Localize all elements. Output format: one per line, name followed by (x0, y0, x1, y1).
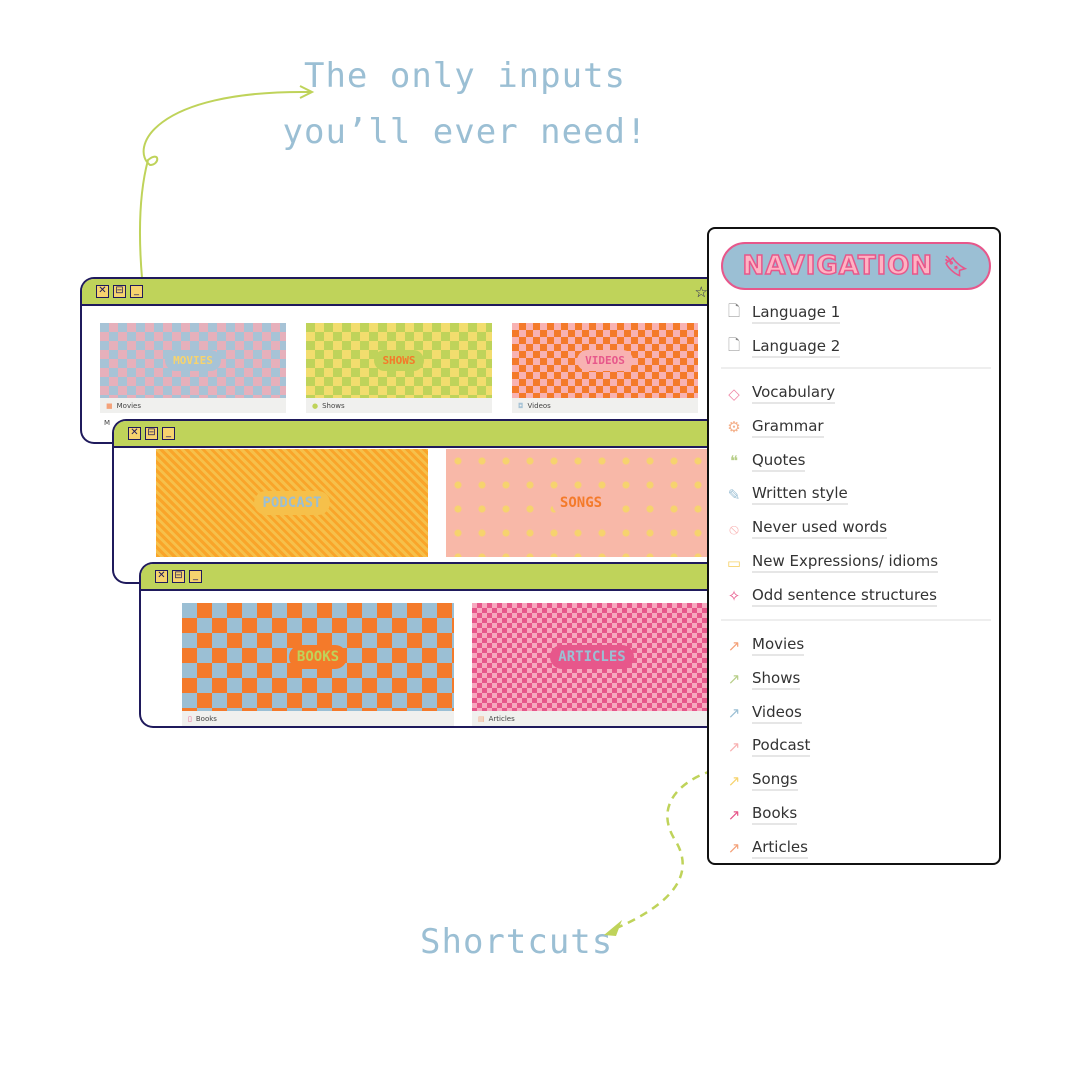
article-icon: ▤ (478, 714, 485, 723)
card-title: VIDEOS (577, 350, 633, 371)
shapes-icon: ◇ (728, 384, 740, 403)
nav-item-label: Articles (752, 838, 808, 859)
nav-item-label: Written style (752, 484, 848, 506)
nav-item-language-1[interactable]: 🗋 Language 1 (725, 301, 841, 326)
star-icon[interactable]: ☆ (694, 282, 708, 301)
card-songs[interactable]: SONGS (446, 449, 710, 557)
nav-item-books[interactable]: ↗ Books (725, 804, 798, 825)
pen-icon: ✎ (727, 485, 741, 504)
nav-item-label: Podcast (752, 736, 811, 758)
nav-item-label: Shows (752, 669, 801, 690)
window-1: ✕ ⊟ _ ☆ MOVIES ■Movies SHOWS ●Shows VIDE… (80, 277, 710, 444)
folder-icon: ▭ (726, 553, 742, 572)
card-title: MOVIES (165, 350, 221, 371)
shortcuts-label: Shortcuts (420, 922, 614, 962)
sparkle-icon: ✧ (727, 587, 741, 606)
window-titlebar: ✕ ⊟ _ (114, 421, 710, 448)
bookmark-star-icon: 🔖︎ (943, 254, 970, 278)
books-link-icon: ↗ (727, 805, 741, 824)
maximize-button[interactable]: ⊟ (145, 427, 158, 440)
card-title: ARTICLES (550, 645, 634, 669)
book-icon: ▯ (188, 714, 192, 723)
nav-item-movies[interactable]: ↗ Movies (725, 635, 805, 656)
close-button[interactable]: ✕ (155, 570, 168, 583)
songs-link-icon: ↗ (727, 771, 741, 790)
card-podcast[interactable]: PODCAST (156, 449, 428, 557)
close-button[interactable]: ✕ (128, 427, 141, 440)
card-label: Shows (322, 401, 345, 410)
minimize-button[interactable]: _ (162, 427, 175, 440)
card-title: PODCAST (254, 491, 330, 515)
nav-item-label: Quotes (752, 451, 806, 472)
nav-item-videos[interactable]: ↗ Videos (725, 703, 802, 724)
tv-icon: ● (312, 401, 319, 410)
nav-item-never-used-words[interactable]: ⦸ Never used words (725, 518, 888, 540)
nav-item-label: Vocabulary (752, 383, 836, 404)
nav-item-songs[interactable]: ↗ Songs (725, 770, 798, 792)
minimize-button[interactable]: _ (130, 285, 143, 298)
document-icon: 🗋 (727, 335, 741, 354)
nav-item-label: Books (752, 804, 798, 825)
clapper-icon: ■ (106, 401, 113, 410)
card-videos[interactable]: VIDEOS ◘Videos (512, 323, 698, 413)
nav-item-label: Never used words (752, 518, 888, 540)
nav-item-new-expressions-idioms[interactable]: ▭ New Expressions/ idioms (725, 552, 939, 573)
articles-link-icon: ↗ (727, 839, 741, 858)
headline-line1: The only inputs (303, 56, 627, 96)
nav-item-podcast[interactable]: ↗ Podcast (725, 736, 811, 758)
window-titlebar: ✕ ⊟ _ ☆ (82, 279, 710, 306)
card-movies[interactable]: MOVIES ■Movies (100, 323, 286, 413)
card-label: Books (195, 714, 217, 723)
nav-item-odd-sentence-structures[interactable]: ✧ Odd sentence structures (725, 586, 937, 607)
movies-link-icon: ↗ (727, 636, 741, 655)
nav-item-label: Odd sentence structures (752, 586, 937, 607)
shows-link-icon: ↗ (727, 670, 741, 689)
navigation-panel: NAVIGATION 🔖︎ 🗋 Language 1 🗋 Language 2 ◇ Voca… (707, 227, 1001, 865)
divider (721, 619, 991, 621)
card-title: SONGS (551, 491, 611, 515)
document-icon: 🗋 (727, 302, 741, 320)
prohibit-icon: ⦸ (729, 519, 739, 538)
footer-label: M (104, 419, 111, 427)
divider (721, 367, 991, 369)
close-button[interactable]: ✕ (96, 285, 109, 298)
nav-item-label: Language 2 (752, 337, 841, 358)
card-shows[interactable]: SHOWS ●Shows (306, 323, 492, 413)
card-articles[interactable]: ARTICLES ▤Articles (472, 603, 710, 726)
nav-item-quotes[interactable]: ❝ Quotes (725, 451, 806, 472)
card-label: Videos (527, 401, 551, 410)
nav-item-label: New Expressions/ idioms (752, 552, 939, 573)
card-books[interactable]: BOOKS ▯Books (182, 603, 454, 726)
gear-icon: ⚙ (727, 418, 741, 437)
headline-line2: you’ll ever need! (282, 112, 648, 152)
podcast-link-icon: ↗ (727, 737, 741, 756)
nav-item-label: Videos (752, 703, 802, 724)
nav-item-grammar[interactable]: ⚙ Grammar (725, 417, 824, 438)
nav-item-shows[interactable]: ↗ Shows (725, 669, 801, 690)
navigation-title: NAVIGATION (742, 250, 934, 282)
nav-item-vocabulary[interactable]: ◇ Vocabulary (725, 383, 836, 404)
maximize-button[interactable]: ⊟ (113, 285, 126, 298)
video-icon: ◘ (518, 401, 524, 410)
card-label: Movies (116, 401, 141, 410)
nav-item-label: Songs (752, 770, 798, 792)
minimize-button[interactable]: _ (189, 570, 202, 583)
window-3: ✕ ⊟ _ BOOKS ▯Books ARTICLES ▤Articles (139, 562, 710, 728)
card-title: BOOKS (288, 645, 348, 669)
window-titlebar: ✕ ⊟ _ (141, 564, 710, 591)
maximize-button[interactable]: ⊟ (172, 570, 185, 583)
nav-item-written-style[interactable]: ✎ Written style (725, 484, 848, 506)
nav-item-label: Grammar (752, 417, 824, 438)
nav-item-language-2[interactable]: 🗋 Language 2 (725, 335, 841, 360)
quote-icon: ❝ (729, 452, 739, 471)
card-title: SHOWS (374, 350, 424, 371)
navigation-header: NAVIGATION 🔖︎ (721, 242, 991, 290)
nav-item-label: Movies (752, 635, 805, 656)
videos-link-icon: ↗ (727, 704, 741, 723)
nav-item-articles[interactable]: ↗ Articles (725, 838, 808, 859)
card-label: Articles (488, 714, 515, 723)
nav-item-label: Language 1 (752, 303, 841, 324)
window-2: ✕ ⊟ _ PODCAST SONGS (112, 419, 710, 584)
